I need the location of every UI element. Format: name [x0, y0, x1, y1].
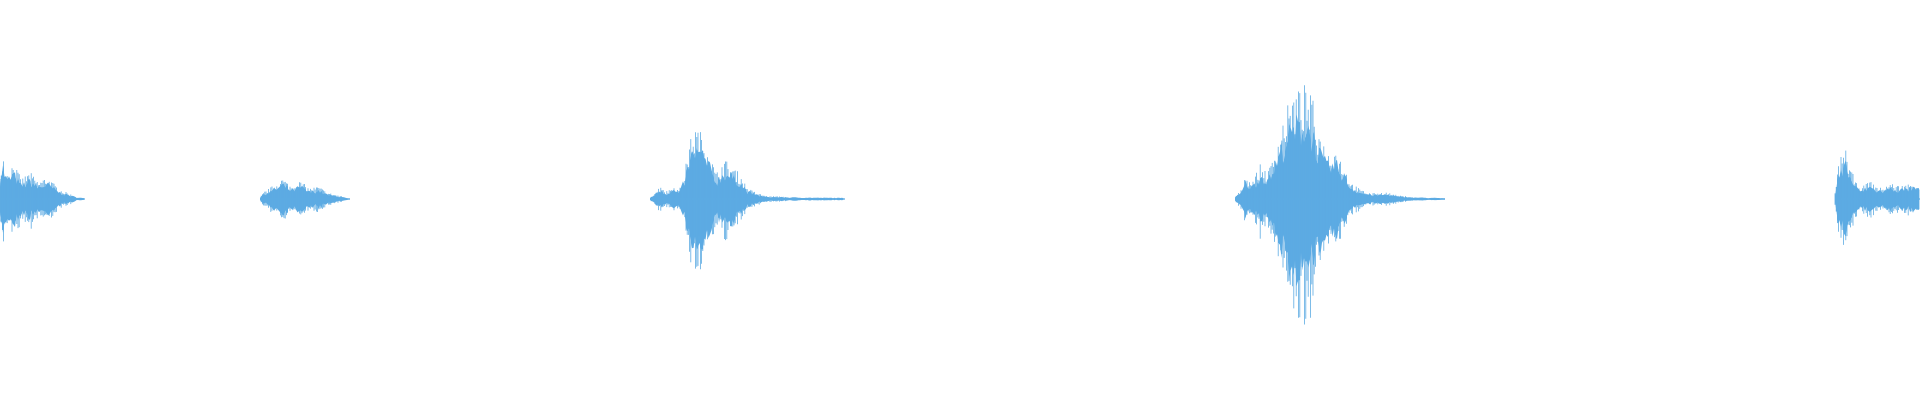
waveform-clip[interactable] — [650, 132, 845, 270]
waveform-clip[interactable] — [0, 161, 85, 242]
waveform-clip[interactable] — [1834, 150, 1920, 245]
waveform-clip[interactable] — [1235, 85, 1445, 325]
waveform-clip[interactable] — [260, 180, 350, 219]
waveform-clips-layer — [0, 85, 1920, 325]
